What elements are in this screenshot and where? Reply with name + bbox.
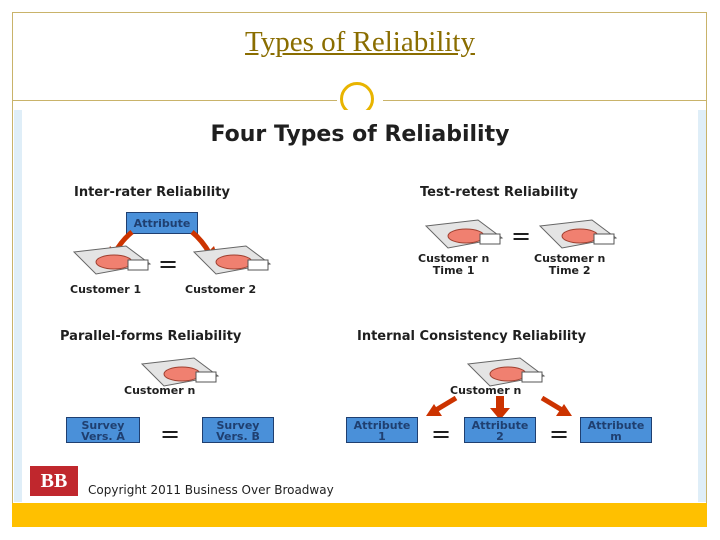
title-divider-right [383, 100, 707, 101]
attribute-box: Attribute [126, 212, 198, 234]
figure-heading: Four Types of Reliability [210, 122, 510, 147]
test-retest-equals: = [511, 222, 532, 250]
inter-rater-equals: = [158, 250, 179, 278]
customer-2-hand-icon [192, 245, 272, 275]
parallel-forms-customer-label: Customer n [124, 384, 196, 397]
internal-consistency-title: Internal Consistency Reliability [357, 329, 587, 344]
reliability-figure: Four Types of Reliability Inter-rater Re… [22, 110, 698, 502]
inter-rater-title: Inter-rater Reliability [74, 185, 230, 200]
customer-1-label: Customer 1 [70, 283, 142, 296]
internal-consistency-equals-2: = [549, 420, 570, 448]
parallel-forms-title: Parallel-forms Reliability [60, 329, 242, 344]
internal-consistency-arrows-icon [426, 396, 572, 420]
bottom-accent-bar [12, 503, 707, 527]
customer-2-label: Customer 2 [185, 283, 257, 296]
customer-1-hand-icon [72, 245, 152, 275]
copyright-text: Copyright 2011 Business Over Broadway [88, 483, 334, 497]
business-over-broadway-logo: BB [30, 466, 78, 496]
test-retest-title: Test-retest Reliability [420, 185, 578, 200]
parallel-forms-hand-icon [140, 357, 220, 387]
internal-consistency-hand-icon [466, 357, 546, 387]
parallel-forms-equals: = [160, 420, 181, 448]
internal-consistency-equals-1: = [431, 420, 452, 448]
title-divider-left [12, 100, 337, 101]
time-1-hand-icon [424, 219, 504, 249]
time-2-hand-icon [538, 219, 618, 249]
slide-title: Types of Reliability [245, 26, 475, 58]
internal-consistency-customer-label: Customer n [450, 384, 522, 397]
